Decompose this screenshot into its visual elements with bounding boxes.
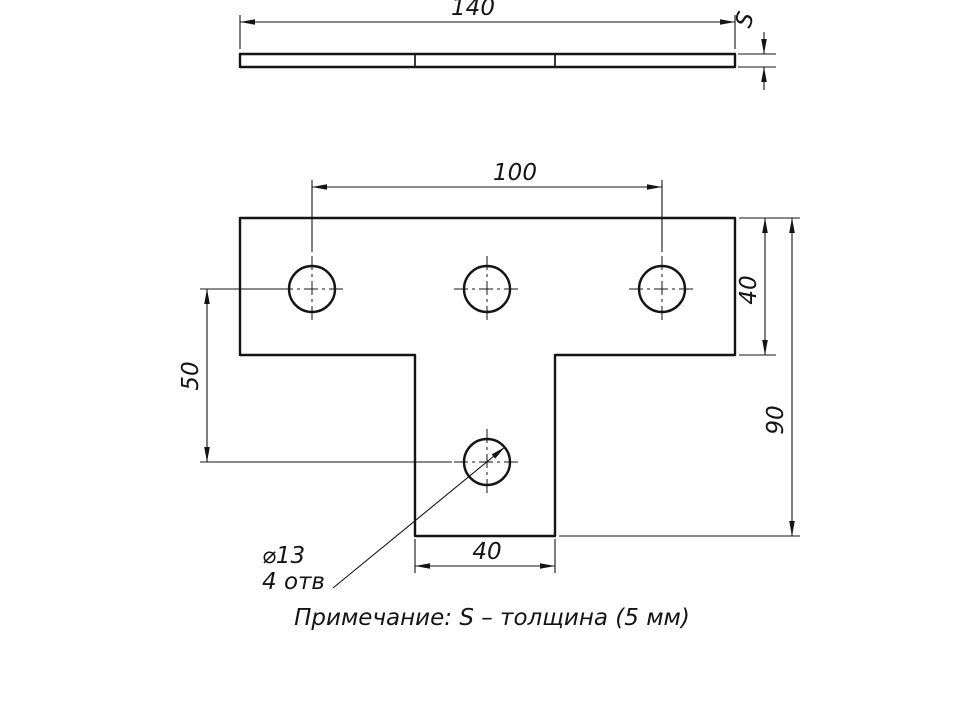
dimension-140: 140 [239, 0, 736, 49]
hole-bottom [462, 437, 512, 487]
hole-callout-diameter-text: ⌀13 [262, 543, 305, 569]
drawing-note: Примечание: S – толщина (5 мм) [294, 605, 690, 631]
dimension-text-100: 100 [493, 160, 537, 186]
hole-top-right [637, 264, 687, 314]
dimension-50: 50 [178, 288, 452, 463]
dimension-text-40-right: 40 [736, 275, 762, 304]
dimension-100: 100 [311, 160, 663, 252]
dimension-40-bottom: 40 [414, 539, 556, 573]
dimension-text-40-bottom: 40 [472, 539, 501, 565]
dimension-text-50: 50 [178, 361, 204, 390]
dimension-text-140: 140 [451, 0, 495, 21]
plate-outline [238, 216, 737, 538]
edge-view-strip [238, 52, 737, 69]
edge-view: 140 S [238, 0, 776, 90]
hole-top-left [287, 264, 337, 314]
hole-top-middle [462, 264, 512, 314]
dimension-90: 90 [559, 218, 800, 537]
dimension-text-90: 90 [763, 405, 789, 434]
plan-view: 100 40 90 50 [178, 160, 800, 595]
hole-callout-count-text: 4 отв [262, 569, 325, 595]
hole-callout: ⌀13 4 отв [262, 446, 506, 595]
leader-line [332, 446, 506, 589]
dimension-thickness-s: S [731, 9, 776, 90]
dimension-40-right: 40 [736, 217, 800, 356]
